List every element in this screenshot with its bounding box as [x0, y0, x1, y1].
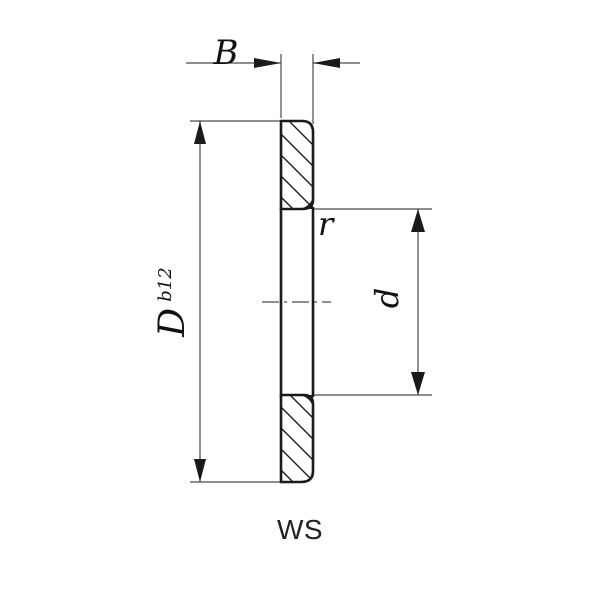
d-outer-letter: D	[152, 308, 193, 338]
washer-bottom-ring-section	[279, 393, 315, 484]
d-outer-tolerance-superscript: b12	[155, 267, 176, 301]
b-dimension-label: B	[213, 33, 239, 73]
bore-diameter-dimension-d: d	[314, 209, 432, 396]
bore-top-fillet	[299, 197, 313, 209]
d-outer-arrow-down	[194, 459, 206, 482]
width-dimension-B: B	[186, 33, 360, 124]
b-arrow-right	[313, 58, 340, 68]
b-arrow-left	[254, 58, 281, 68]
fillet-radius-callout-r: r	[314, 205, 432, 243]
d-outer-arrow-up	[194, 121, 206, 144]
outer-diameter-dimension-D: D b12	[152, 120, 280, 483]
d-bore-arrow-down	[411, 372, 425, 395]
figure-caption: WS	[277, 514, 323, 545]
d-bore-dimension-label: d	[368, 288, 406, 308]
d-outer-dimension-label: D b12	[152, 267, 193, 337]
washer-top-ring-section	[279, 119, 315, 211]
bore-bottom-fillet	[299, 395, 313, 407]
washer-cross-section	[262, 119, 331, 484]
d-bore-arrow-up	[411, 209, 425, 232]
r-label: r	[318, 205, 335, 243]
